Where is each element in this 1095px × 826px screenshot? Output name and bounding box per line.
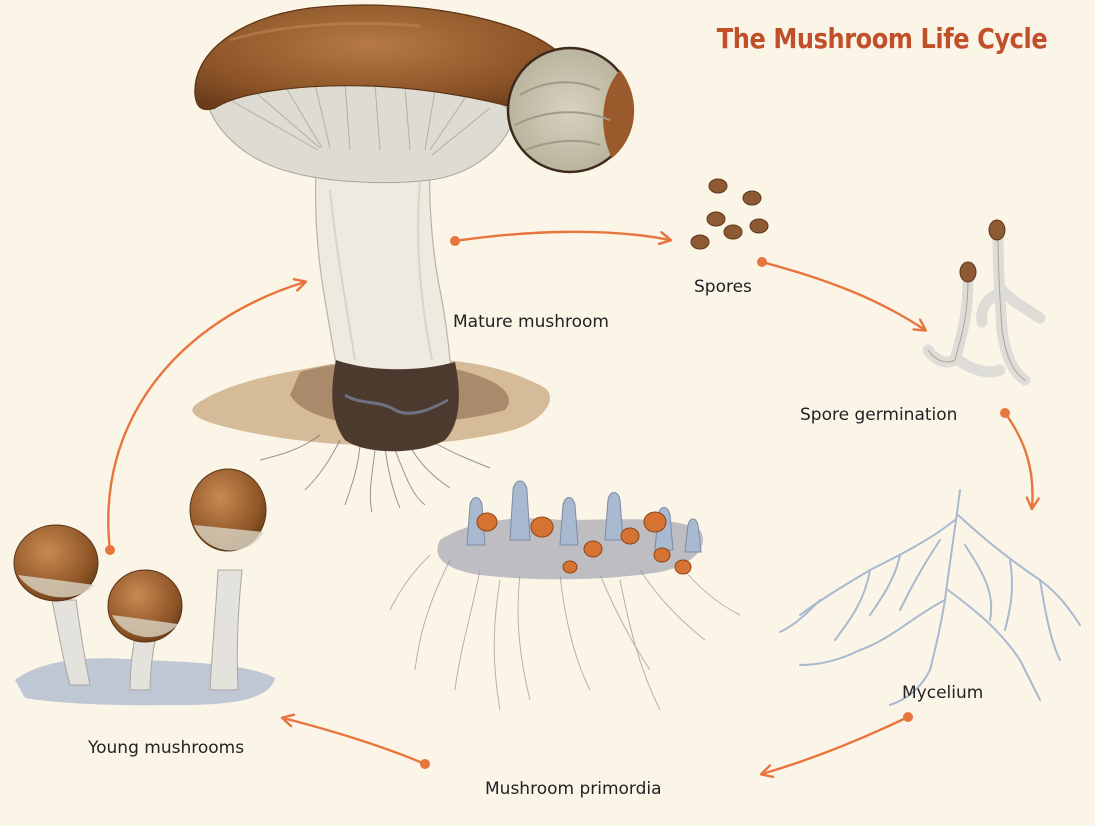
- label-young-mushrooms: Young mushrooms: [88, 738, 244, 758]
- arrow-mycelium-to-primordia: [762, 717, 908, 774]
- arrow-mature-to-spores: [455, 232, 670, 241]
- label-spores: Spores: [694, 277, 752, 297]
- label-mushroom-primordia: Mushroom primordia: [485, 779, 662, 799]
- label-mycelium: Mycelium: [902, 683, 983, 703]
- young-mushrooms-illustration: [14, 469, 275, 705]
- mycelium-illustration: [780, 490, 1080, 705]
- label-mature-mushroom: Mature mushroom: [453, 312, 609, 332]
- arrow-spores-to-germination: [762, 262, 925, 330]
- spores-illustration: [691, 179, 768, 249]
- primordia-illustration: [390, 481, 740, 710]
- label-spore-germination: Spore germination: [800, 405, 957, 425]
- spore-germination-illustration: [928, 220, 1040, 380]
- arrow-germination-to-mycelium: [1005, 413, 1033, 508]
- arrow-primordia-to-young: [283, 718, 425, 764]
- mature-mushroom-illustration: [192, 5, 634, 512]
